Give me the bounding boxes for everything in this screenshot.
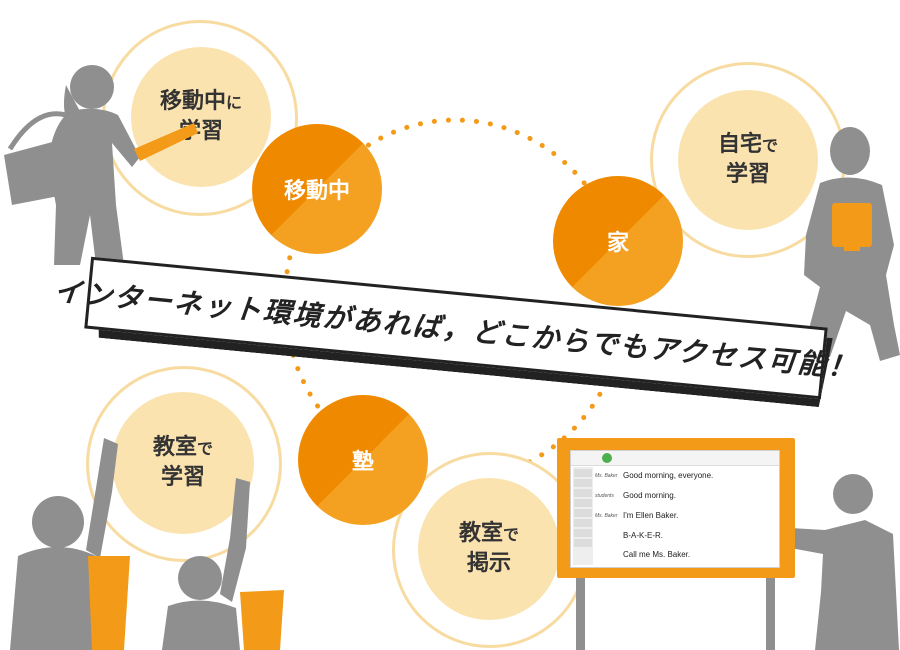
board-leg-right [766,578,775,650]
bubble-display-line2: 掲示 [466,551,511,576]
board-toolbar [571,451,779,466]
bubble-classroom-line1: 教室 [152,435,197,461]
display-board-screen: Ms. Baker Good morning, everyone. studen… [570,450,780,568]
bubble-display-line1: 教室 [458,521,503,547]
bubble-classroom: 教室で学習 [112,392,254,534]
board-line-text: Good morning, everyone. [623,471,714,480]
board-line: Ms. Baker Good morning, everyone. [595,471,775,483]
bubble-moving: 移動中に学習 [131,47,271,187]
bubble-classroom-line2: 学習 [160,465,205,490]
board-line-speaker: Ms. Baker [595,473,618,479]
bubble-classroom-particle: で [197,439,214,459]
board-sidebar [573,467,593,565]
person-sitting-silhouette [804,127,900,361]
bubble-display: 教室で掲示 [418,478,560,620]
board-line: students Good morning. [595,491,775,503]
board-line-text: Good morning. [623,491,676,500]
bubble-moving-line1: 移動中 [159,89,226,115]
bubble-home: 自宅で学習 [678,90,818,230]
teacher-silhouette [715,474,899,650]
bubble-home-line2: 学習 [725,162,770,187]
board-line: B-A-K-E-R. [595,531,775,543]
hub-juku: 塾 [298,395,428,525]
board-line: Call me Ms. Baker. [595,550,775,562]
board-leg-left [576,578,585,650]
students-silhouette [10,438,284,650]
bubble-home-particle: で [762,136,779,156]
board-line-speaker: students [595,493,614,499]
bubble-moving-particle: に [226,93,243,113]
bubble-display-particle: で [503,525,520,545]
bubble-home-line1: 自宅 [717,132,762,158]
board-line-text: I'm Ellen Baker. [623,511,679,520]
person-walking-silhouette [4,65,198,265]
board-line-text: Call me Ms. Baker. [623,550,691,559]
hub-moving: 移動中 [252,124,382,254]
board-line: Ms. Baker I'm Ellen Baker. [595,511,775,523]
board-line-text: B-A-K-E-R. [623,531,663,540]
board-info-icon [602,453,612,463]
board-line-speaker: Ms. Baker [595,513,618,519]
hub-home: 家 [553,176,683,306]
